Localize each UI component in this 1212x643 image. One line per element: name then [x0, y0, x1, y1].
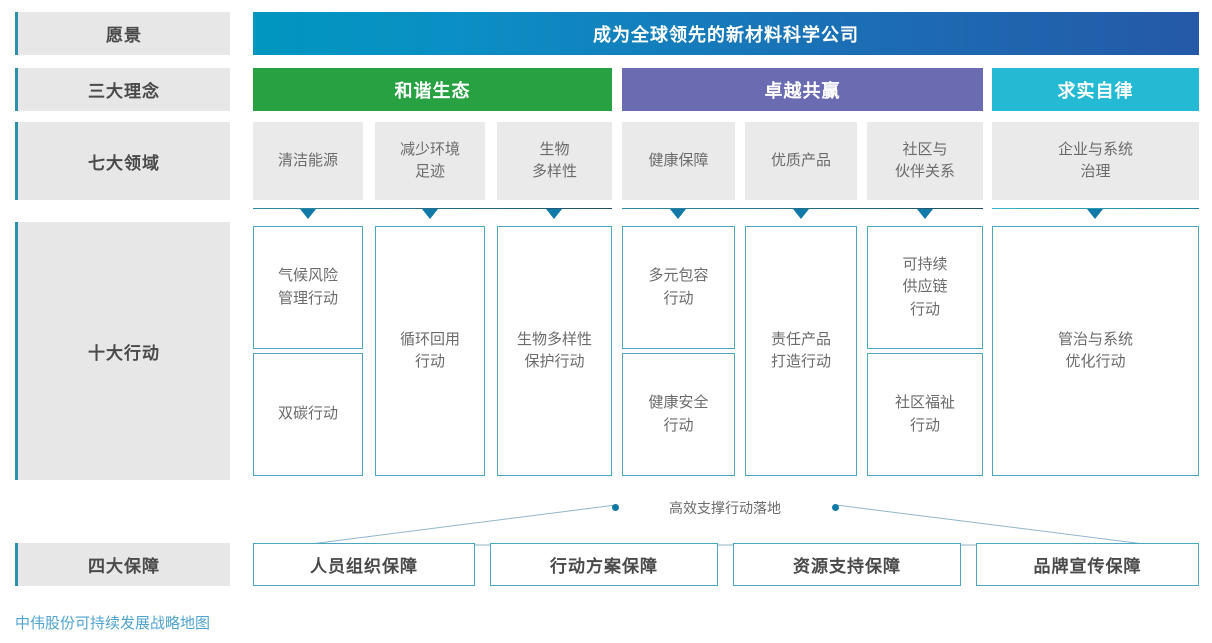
action-box-climate-risk-text: 气候风险 管理行动 [277, 267, 338, 307]
guarantee-box-personnel-organization-text: 人员组织保障 [310, 557, 418, 576]
domain-box-community-partners-text: 社区与 伙伴关系 [894, 141, 955, 180]
philosophy-bar-pragmatic-selfdiscipline-text: 求实自律 [1057, 80, 1134, 101]
arrow-down-icon-5 [793, 209, 809, 219]
row-label-domains-text: 七大领域 [88, 153, 160, 173]
row-label-vision-text: 愿景 [106, 26, 142, 45]
action-box-responsible-products: 责任产品 打造行动 [745, 226, 857, 476]
action-box-climate-risk: 气候风险 管理行动 [253, 226, 363, 349]
domain-box-clean-energy: 清洁能源 [253, 122, 363, 200]
action-box-biodiversity-protection-text: 生物多样性 保护行动 [516, 330, 592, 371]
domain-box-reduce-footprint-text: 减少环境 足迹 [399, 141, 460, 180]
group-underline-green [253, 208, 612, 209]
row-label-guarantees: 四大保障 [15, 543, 230, 586]
domain-box-quality-products-text: 优质产品 [770, 152, 831, 170]
domain-box-health-security-text: 健康保障 [648, 152, 709, 170]
connector-dot-left [612, 504, 619, 511]
arrow-down-icon-6 [917, 209, 933, 219]
guarantee-box-action-plan: 行动方案保障 [490, 543, 718, 586]
row-label-actions: 十大行动 [15, 222, 230, 480]
domain-box-clean-energy-text: 清洁能源 [277, 152, 338, 170]
action-box-diversity-inclusion: 多元包容 行动 [622, 226, 735, 349]
row-label-philosophies-text: 三大理念 [88, 82, 160, 101]
vision-text: 成为全球领先的新材料科学公司 [593, 24, 859, 45]
guarantee-box-brand-promotion: 品牌宣传保障 [976, 543, 1199, 586]
domain-box-biodiversity-text: 生物 多样性 [531, 141, 577, 180]
support-caption-text: 高效支撑行动落地 [669, 500, 781, 516]
row-label-domains: 七大领域 [15, 122, 230, 200]
action-box-health-safety-text: 健康安全 行动 [648, 394, 709, 434]
action-box-diversity-inclusion-text: 多元包容 行动 [648, 267, 709, 307]
action-box-sustainable-supply-chain-text: 可持续 供应链 行动 [902, 255, 948, 318]
domain-box-quality-products: 优质产品 [745, 122, 857, 200]
domain-box-community-partners: 社区与 伙伴关系 [867, 122, 983, 200]
group-underline-cyan [992, 208, 1199, 209]
row-label-actions-text: 十大行动 [88, 343, 160, 363]
action-box-dual-carbon-text: 双碳行动 [277, 405, 338, 423]
support-caption: 高效支撑行动落地 [640, 498, 810, 518]
action-box-responsible-products-text: 责任产品 打造行动 [770, 330, 831, 371]
arrow-down-icon-3 [546, 209, 562, 219]
philosophy-bar-harmonious-ecology-text: 和谐生态 [394, 80, 471, 101]
guarantee-box-resource-support: 资源支持保障 [733, 543, 961, 586]
domain-box-health-security: 健康保障 [622, 122, 735, 200]
action-box-sustainable-supply-chain: 可持续 供应链 行动 [867, 226, 983, 349]
group-underline-purple [622, 208, 983, 209]
action-box-governance-optimization: 管治与系统 优化行动 [992, 226, 1199, 476]
guarantee-box-resource-support-text: 资源支持保障 [793, 557, 901, 576]
arrow-down-icon-1 [300, 209, 316, 219]
vision-banner: 成为全球领先的新材料科学公司 [253, 12, 1199, 55]
arrow-down-icon-4 [670, 209, 686, 219]
domain-box-reduce-footprint: 减少环境 足迹 [375, 122, 485, 200]
page-caption: 中伟股份可持续发展战略地图 [15, 612, 210, 633]
domain-box-enterprise-governance-text: 企业与系统 治理 [1057, 141, 1133, 180]
connector-dot-right [832, 504, 839, 511]
row-label-guarantees-text: 四大保障 [88, 557, 160, 576]
arrow-down-icon-2 [422, 209, 438, 219]
arrow-down-icon-7 [1087, 209, 1103, 219]
domain-box-biodiversity: 生物 多样性 [497, 122, 612, 200]
domain-box-enterprise-governance: 企业与系统 治理 [992, 122, 1199, 200]
philosophy-bar-excellence-winwin-text: 卓越共赢 [764, 80, 841, 101]
row-label-philosophies: 三大理念 [15, 68, 230, 111]
action-box-dual-carbon: 双碳行动 [253, 353, 363, 476]
action-box-governance-optimization-text: 管治与系统 优化行动 [1057, 330, 1133, 371]
page-caption-text: 中伟股份可持续发展战略地图 [15, 615, 211, 632]
action-box-community-welfare: 社区福祉 行动 [867, 353, 983, 476]
philosophy-bar-harmonious-ecology: 和谐生态 [253, 68, 612, 111]
guarantee-box-brand-promotion-text: 品牌宣传保障 [1033, 557, 1142, 576]
action-box-health-safety: 健康安全 行动 [622, 353, 735, 476]
action-box-community-welfare-text: 社区福祉 行动 [894, 394, 955, 434]
row-label-vision: 愿景 [15, 12, 230, 55]
guarantee-box-personnel-organization: 人员组织保障 [253, 543, 475, 586]
philosophy-bar-pragmatic-selfdiscipline: 求实自律 [992, 68, 1199, 111]
action-box-biodiversity-protection: 生物多样性 保护行动 [497, 226, 612, 476]
guarantee-box-action-plan-text: 行动方案保障 [550, 557, 658, 576]
philosophy-bar-excellence-winwin: 卓越共赢 [622, 68, 983, 111]
action-box-recycling-text: 循环回用 行动 [399, 330, 460, 371]
action-box-recycling: 循环回用 行动 [375, 226, 485, 476]
